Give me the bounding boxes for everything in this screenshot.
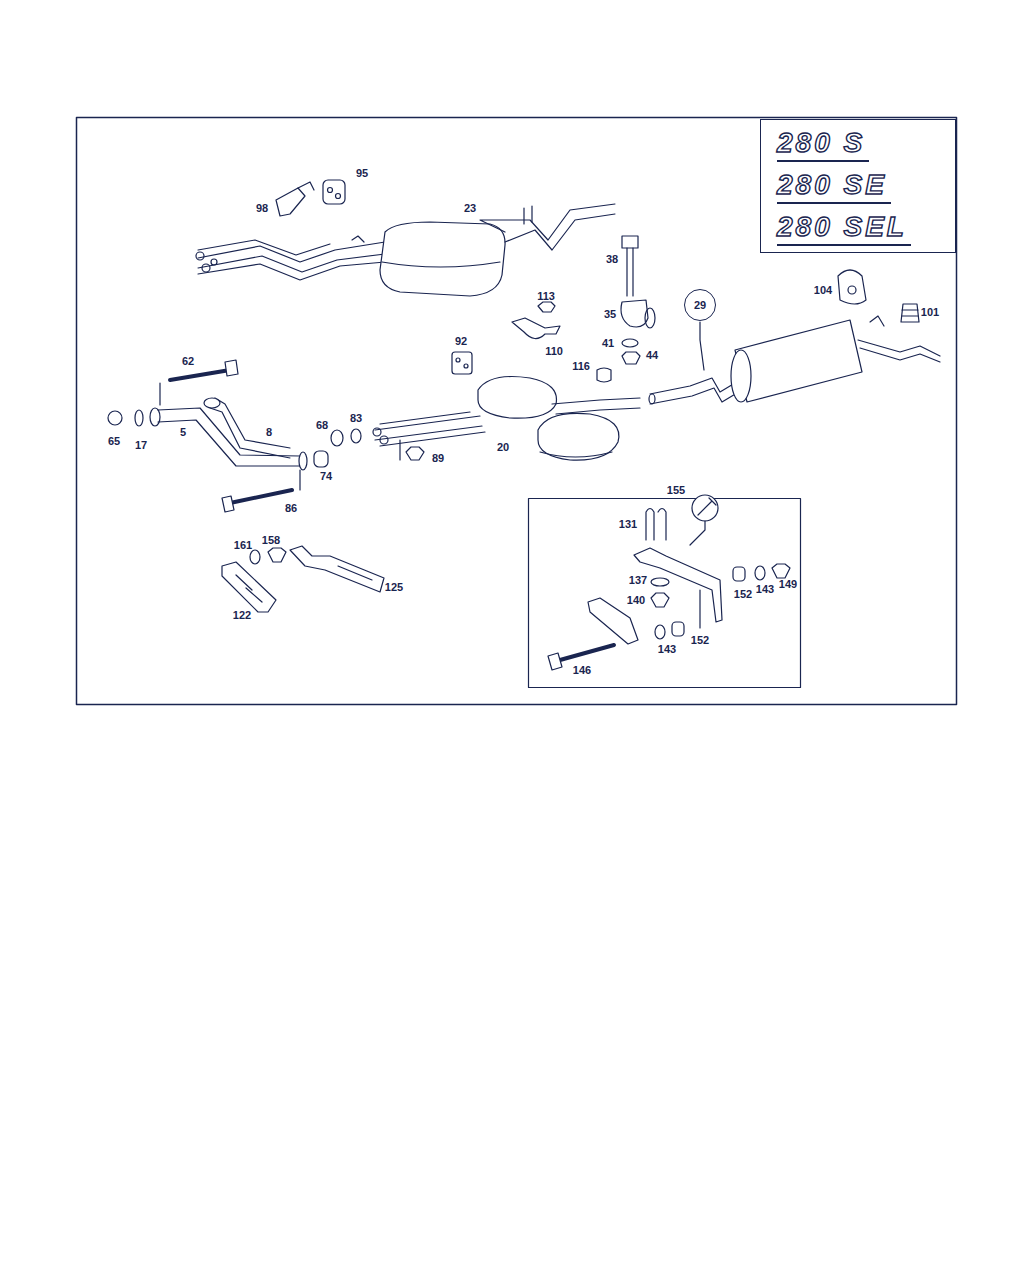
callout-number: 8: [266, 427, 272, 438]
model-emblem: 280 SE: [777, 168, 891, 204]
callout-number: 29: [694, 299, 706, 311]
callout-number: 89: [432, 453, 444, 464]
callout-number: 158: [262, 535, 280, 546]
callout-number: 143: [756, 584, 774, 595]
callout-number: 149: [779, 579, 797, 590]
callout-circle: 29: [684, 289, 716, 321]
callout-number: 155: [667, 485, 685, 496]
callout-number: 101: [921, 307, 939, 318]
callout-number: 68: [316, 420, 328, 431]
emblem-panel: 280 S 280 SE 280 SEL: [760, 119, 956, 253]
callout-number: 152: [734, 589, 752, 600]
callout-number: 137: [629, 575, 647, 586]
callout-number: 20: [497, 442, 509, 453]
callout-number: 62: [182, 356, 194, 367]
callout-number: 23: [464, 203, 476, 214]
callout-number: 152: [691, 635, 709, 646]
callout-number: 83: [350, 413, 362, 424]
model-emblem: 280 SEL: [777, 210, 911, 246]
callout-number: 65: [108, 436, 120, 447]
callout-number: 5: [180, 427, 186, 438]
callout-number: 86: [285, 503, 297, 514]
callout-number: 41: [602, 338, 614, 349]
callout-number: 161: [234, 540, 252, 551]
callout-number: 140: [627, 595, 645, 606]
callout-number: 35: [604, 309, 616, 320]
callout-number: 92: [455, 336, 467, 347]
callout-number: 98: [256, 203, 268, 214]
callout-number: 131: [619, 519, 637, 530]
callout-number: 38: [606, 254, 618, 265]
callout-number: 17: [135, 440, 147, 451]
callout-number: 122: [233, 610, 251, 621]
callout-number: 110: [545, 346, 563, 357]
callout-number: 74: [320, 471, 332, 482]
callout-number: 113: [537, 291, 555, 302]
callout-number: 95: [356, 168, 368, 179]
callout-number: 146: [573, 665, 591, 676]
model-emblem: 280 S: [777, 126, 869, 162]
callout-number: 143: [658, 644, 676, 655]
callout-number: 116: [572, 361, 590, 372]
callout-number: 125: [385, 582, 403, 593]
callout-number: 44: [646, 350, 658, 361]
callout-number: 104: [814, 285, 832, 296]
